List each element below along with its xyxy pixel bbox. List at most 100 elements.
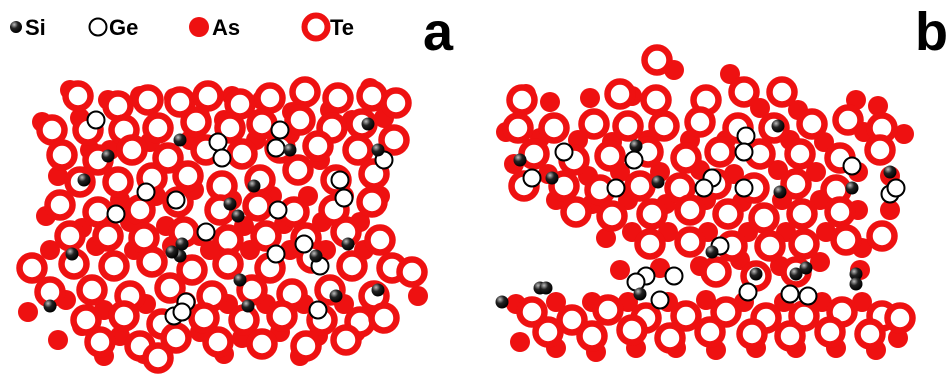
te-atom [364,224,396,256]
si-atom [341,237,355,251]
legend-item-ge: Ge [88,15,138,40]
si-atom [545,171,559,185]
si-atom [849,277,863,291]
te-atom [604,78,636,110]
si-atom [883,165,897,179]
panel-a-structure [16,76,428,374]
si-atom [77,173,91,187]
ge-atom [886,178,906,198]
si-atom [651,175,665,189]
te-atom [250,220,282,252]
te-atom [814,316,846,348]
te-atom [728,76,760,108]
legend-item-te: Te [301,12,354,42]
ge-atom [208,132,228,152]
te-atom [866,220,898,252]
te-atom [396,256,428,288]
si-atom [629,139,643,153]
si-atom [247,179,261,193]
te-atom [54,220,86,252]
te-atom [506,84,538,116]
as-atom [510,332,530,352]
si-atom [175,237,189,251]
si-atom [633,287,647,301]
si-atom [849,267,863,281]
as-atom [580,88,600,108]
te-atom [70,304,102,336]
panel-b-structure [495,44,916,362]
te-atom [378,124,410,156]
te-atom [648,110,680,142]
ge-atom [268,200,288,220]
te-atom [854,318,886,350]
te-atom [560,196,592,228]
as-atom-icon [189,17,209,37]
legend-label-te: Te [330,15,354,40]
te-atom [786,198,818,230]
te-atom [192,80,224,112]
te-atom [754,230,786,262]
ge-atom [270,120,290,140]
te-atom [674,226,706,258]
ge-atom [106,204,126,224]
ge-atom [522,168,542,188]
ge-atom [736,126,756,146]
te-atom [784,138,816,170]
te-atom [516,296,548,328]
si-atom [371,283,385,297]
te-atom [212,248,244,280]
as-atom [696,290,716,310]
te-atom [76,274,108,306]
ge-atom [330,170,350,190]
te-atom [246,328,278,360]
te-atom [641,44,673,76]
ge-atom [798,286,818,306]
ge-atom [650,290,670,310]
si-atom [43,299,57,313]
as-atom [720,64,740,84]
te-atom [302,130,334,162]
te-atom [160,322,192,354]
legend: Si Ge As Te [10,12,354,42]
te-atom [154,272,186,304]
legend-label-ge: Ge [109,15,138,40]
si-atom [845,181,859,195]
te-atom [180,106,212,138]
te-atom [289,76,321,108]
te-atom [36,114,68,146]
as-atom [880,200,900,220]
si-atom [513,153,527,167]
te-atom [538,112,570,144]
si-atom [749,267,763,281]
si-atom [233,273,247,287]
te-atom [322,82,354,114]
te-atom [712,198,744,230]
ge-atom [606,178,626,198]
ge-atom [334,188,354,208]
te-atom [116,134,148,166]
ge-atom [294,234,314,254]
ge-atom [738,282,758,302]
si-atom [173,133,187,147]
te-atom [92,220,124,252]
te-atom [532,316,564,348]
te-atom [766,76,798,108]
te-atom [654,322,686,354]
te-atom [634,228,666,260]
ge-atom [664,266,684,286]
te-atom [616,314,648,346]
te-atom [108,300,140,332]
te-atom [102,166,134,198]
ge-atom-icon [88,17,108,37]
te-atom [824,196,856,228]
si-atom [495,295,509,309]
si-atom [773,185,787,199]
ge-atom [266,138,286,158]
ge-atom [734,142,754,162]
si-atom [371,143,385,157]
ge-atom [266,244,286,264]
as-atom [852,292,872,312]
te-atom [164,86,196,118]
te-atom [16,252,48,284]
te-atom [152,142,184,174]
